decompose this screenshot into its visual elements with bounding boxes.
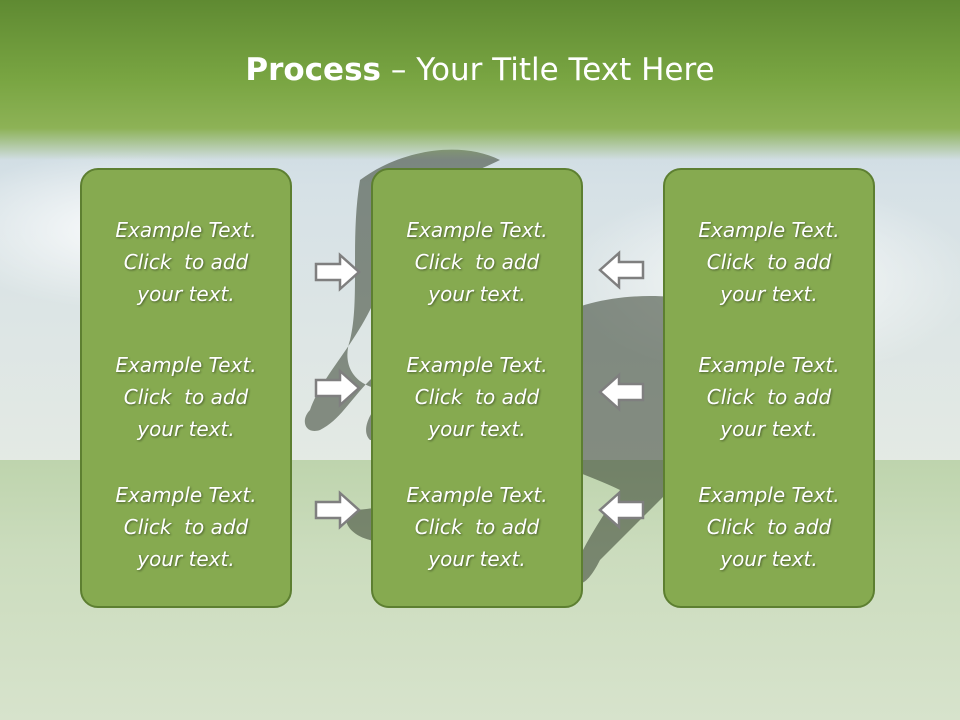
text-line: Example Text.: [115, 353, 257, 377]
text-line: your text.: [428, 417, 526, 441]
text-line: Example Text.: [115, 483, 257, 507]
title-rest: – Your Title Text Here: [381, 52, 715, 88]
text-line: Example Text.: [698, 218, 840, 242]
title-bold: Process: [245, 52, 381, 88]
text-line: your text.: [428, 547, 526, 571]
text-line: your text.: [137, 547, 235, 571]
left-arrow-icon: [598, 372, 645, 412]
text-block[interactable]: Example Text. Click to add your text.: [665, 479, 873, 575]
text-block[interactable]: Example Text. Click to add your text.: [373, 479, 581, 575]
text-line: Example Text.: [698, 483, 840, 507]
text-line: Click to add: [123, 385, 249, 409]
text-line: Click to add: [414, 250, 540, 274]
text-line: Example Text.: [406, 353, 548, 377]
text-line: Example Text.: [115, 218, 257, 242]
text-block[interactable]: Example Text. Click to add your text.: [82, 214, 290, 310]
text-line: Example Text.: [698, 353, 840, 377]
text-block[interactable]: Example Text. Click to add your text.: [665, 349, 873, 445]
text-block[interactable]: Example Text. Click to add your text.: [665, 214, 873, 310]
right-arrow-icon: [314, 252, 361, 292]
text-line: Click to add: [706, 385, 832, 409]
process-box-right[interactable]: Example Text. Click to add your text. Ex…: [663, 168, 875, 608]
text-line: Click to add: [706, 250, 832, 274]
text-line: Click to add: [706, 515, 832, 539]
text-line: your text.: [428, 282, 526, 306]
text-block[interactable]: Example Text. Click to add your text.: [373, 214, 581, 310]
text-line: your text.: [137, 282, 235, 306]
text-line: Click to add: [123, 250, 249, 274]
text-line: Click to add: [414, 515, 540, 539]
text-block[interactable]: Example Text. Click to add your text.: [373, 349, 581, 445]
text-block[interactable]: Example Text. Click to add your text.: [82, 479, 290, 575]
text-line: Example Text.: [406, 218, 548, 242]
right-arrow-icon: [314, 490, 361, 530]
process-box-left[interactable]: Example Text. Click to add your text. Ex…: [80, 168, 292, 608]
text-line: your text.: [720, 417, 818, 441]
process-box-middle[interactable]: Example Text. Click to add your text. Ex…: [371, 168, 583, 608]
text-line: Click to add: [414, 385, 540, 409]
right-arrow-icon: [314, 368, 361, 408]
text-block[interactable]: Example Text. Click to add your text.: [82, 349, 290, 445]
text-line: your text.: [720, 282, 818, 306]
text-line: Click to add: [123, 515, 249, 539]
title-bar: [0, 0, 960, 160]
text-line: Example Text.: [406, 483, 548, 507]
left-arrow-icon: [598, 490, 645, 530]
left-arrow-icon: [598, 250, 645, 290]
text-line: your text.: [137, 417, 235, 441]
text-line: your text.: [720, 547, 818, 571]
slide-title[interactable]: Process – Your Title Text Here: [0, 52, 960, 88]
